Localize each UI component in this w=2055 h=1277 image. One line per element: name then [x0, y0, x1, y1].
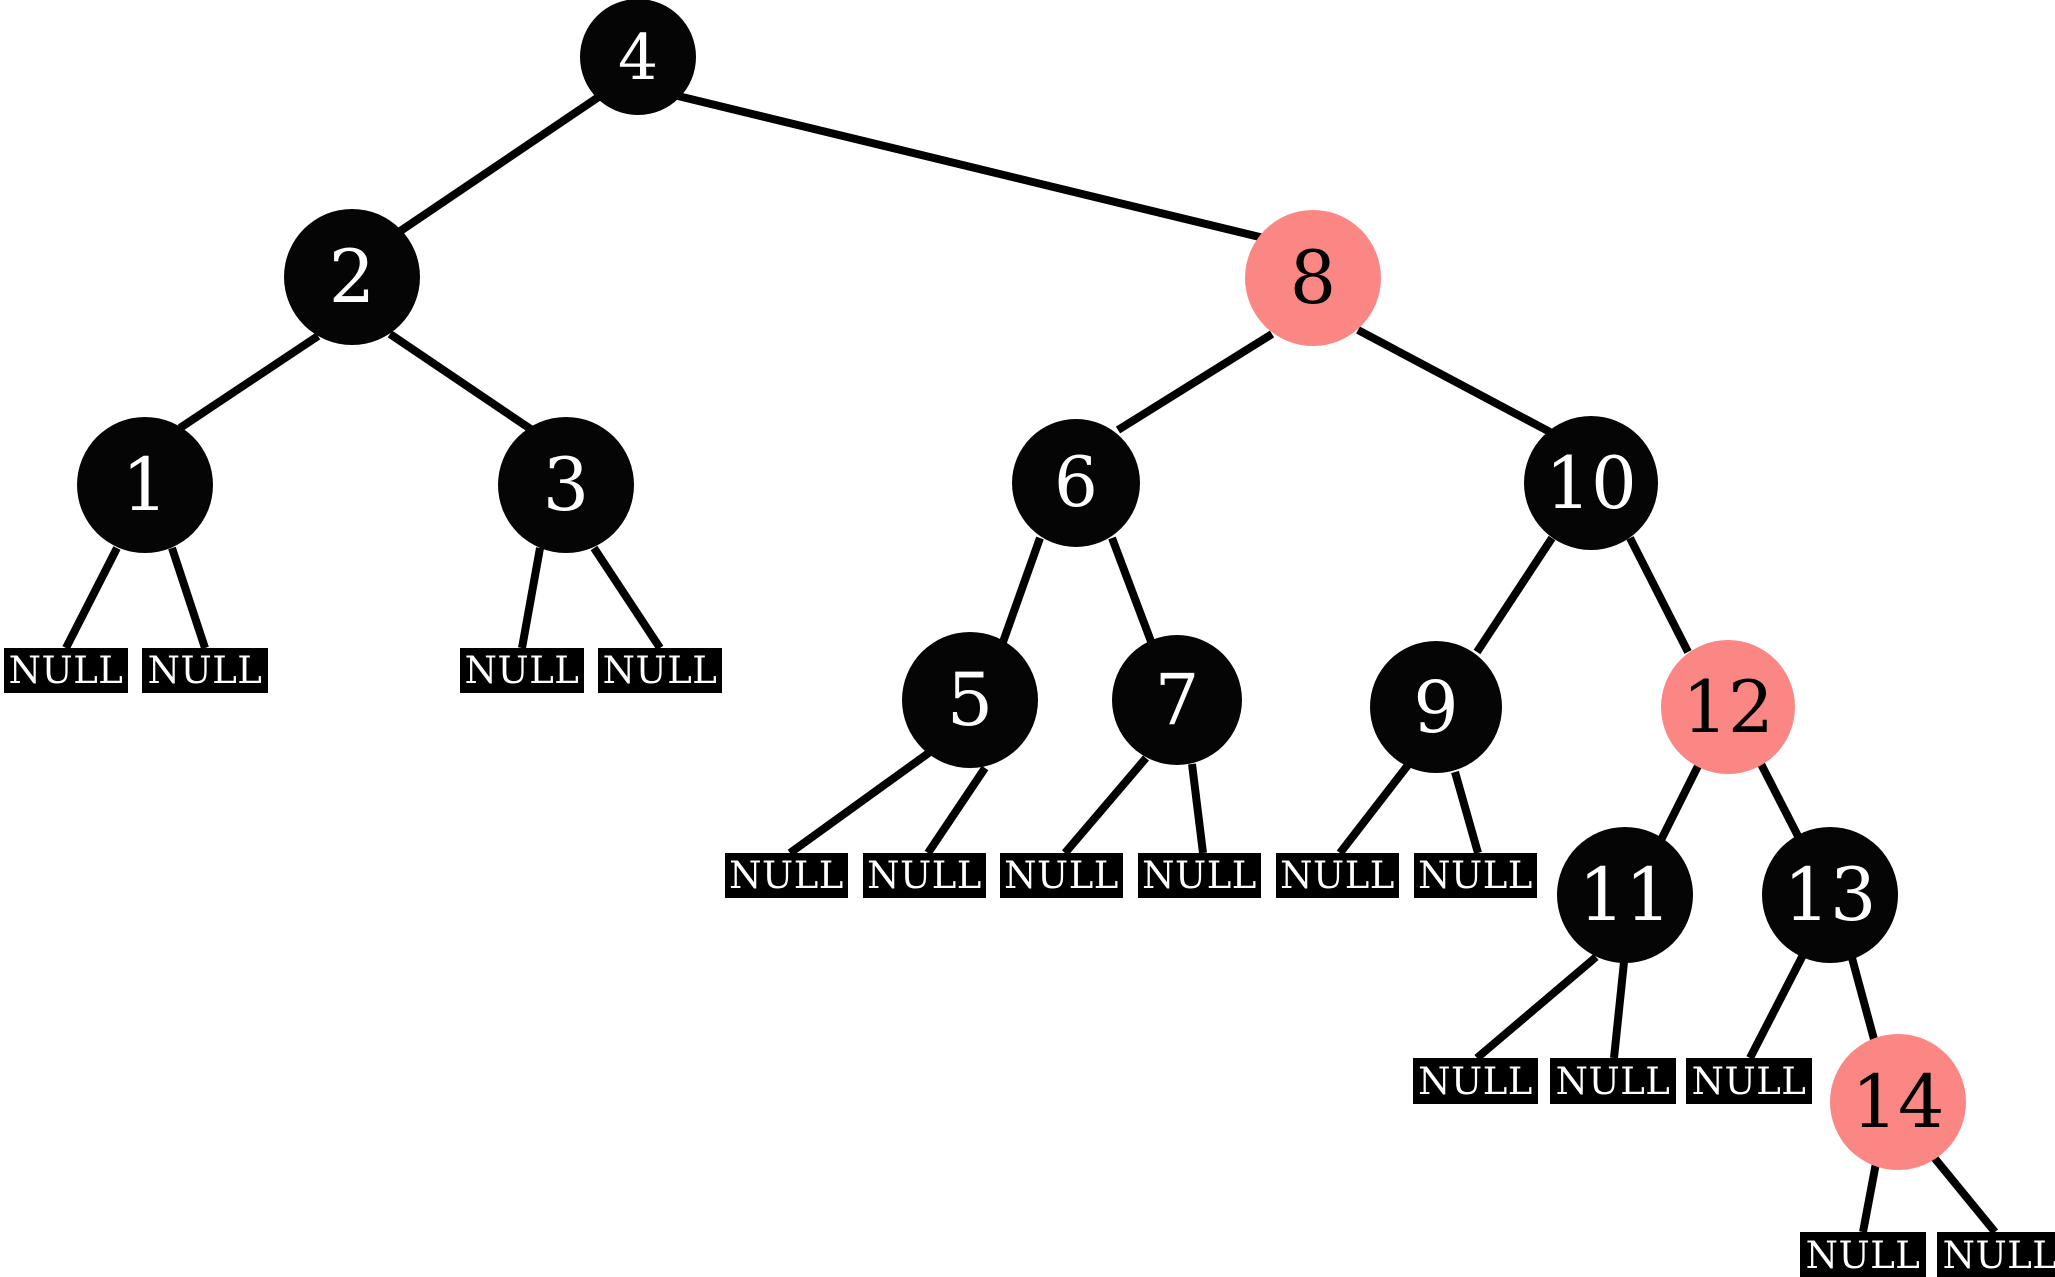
tree-node-label: 12: [1682, 665, 1774, 749]
tree-edge-n2-n3: [387, 330, 535, 434]
tree-edge-n14-l15: [1928, 1152, 1999, 1235]
tree-node-label: 11: [1578, 852, 1672, 938]
tree-node-label: 14: [1851, 1059, 1945, 1145]
tree-node-label: 4: [617, 20, 659, 94]
null-leaf-label: NULL: [1004, 854, 1119, 897]
tree-edge-n10-n9: [1473, 535, 1556, 655]
tree-edge-n9-l9: [1336, 762, 1412, 856]
tree-node-label: 6: [1054, 442, 1098, 523]
tree-node-14[interactable]: 14: [1830, 1034, 1966, 1170]
tree-node-label: 3: [542, 442, 590, 528]
tree-node-11[interactable]: 11: [1557, 827, 1693, 963]
tree-edge-n3-l3: [518, 547, 544, 649]
null-leaf-label: NULL: [8, 649, 124, 692]
null-leaf-box: NULL: [725, 853, 848, 898]
tree-edge-n8-n6: [1115, 330, 1275, 434]
null-leaf-box: NULL: [142, 648, 268, 693]
tree-node-1[interactable]: 1: [77, 417, 213, 553]
tree-edge-n4-n8: [677, 92, 1273, 244]
tree-node-8[interactable]: 8: [1245, 210, 1381, 346]
tree-node-12[interactable]: 12: [1661, 640, 1795, 774]
tree-edge-n1-l2: [168, 546, 209, 650]
tree-node-2[interactable]: 2: [284, 209, 420, 345]
null-leaf-box: NULL: [1686, 1058, 1812, 1104]
tree-node-7[interactable]: 7: [1112, 635, 1242, 765]
tree-node-label: 8: [1289, 235, 1337, 321]
tree-edge-n4-n2: [387, 92, 603, 242]
null-leaf-box: NULL: [460, 648, 584, 693]
tree-edge-n7-l8: [1188, 763, 1207, 854]
null-leaf-box: NULL: [1413, 1058, 1538, 1104]
null-leaf-label: NULL: [602, 649, 718, 692]
tree-edge-n6-n5: [999, 536, 1044, 644]
tree-node-label: 2: [328, 234, 376, 320]
tree-edge-n11-l11: [1474, 953, 1599, 1062]
null-leaf-box: NULL: [598, 648, 722, 693]
null-leaf-label: NULL: [1805, 1233, 1921, 1277]
null-leaf-label: NULL: [729, 854, 844, 897]
null-leaf-box: NULL: [1800, 1232, 1926, 1277]
tree-node-5[interactable]: 5: [902, 632, 1038, 768]
null-leaf-box: NULL: [1550, 1058, 1676, 1104]
tree-edge-n8-n10: [1356, 326, 1552, 436]
tree-edge-n3-l4: [590, 545, 664, 651]
null-leaf-label: NULL: [1555, 1059, 1671, 1103]
tree-edge-n10-n12: [1626, 536, 1692, 654]
tree-node-label: 13: [1783, 852, 1877, 938]
null-leaf-box: NULL: [863, 853, 986, 898]
null-leaf-box: NULL: [1937, 1232, 2055, 1277]
tree-node-label: 10: [1545, 441, 1637, 525]
tree-node-label: 1: [121, 442, 169, 528]
null-leaf-label: NULL: [1418, 854, 1533, 897]
tree-node-6[interactable]: 6: [1012, 419, 1140, 547]
null-leaf-label: NULL: [867, 854, 982, 897]
tree-edge-n9-l10: [1451, 770, 1482, 855]
null-leaf-box: NULL: [1138, 853, 1261, 898]
null-leaf-label: NULL: [1280, 854, 1395, 897]
tree-edge-n1-l1: [62, 546, 121, 650]
tree-node-4[interactable]: 4: [580, 0, 696, 115]
tree-node-3[interactable]: 3: [498, 417, 634, 553]
null-leaf-label: NULL: [1691, 1059, 1807, 1103]
null-leaf-box: NULL: [1276, 853, 1399, 898]
tree-node-label: 9: [1413, 665, 1459, 749]
tree-edge-n6-n7: [1108, 536, 1156, 646]
null-leaf-box: NULL: [1414, 853, 1537, 898]
tree-node-label: 7: [1154, 659, 1200, 741]
null-leaf-box: NULL: [1000, 853, 1123, 898]
tree-edge-n5-l5: [787, 748, 933, 857]
null-leaf-label: NULL: [147, 649, 263, 692]
null-leaf-label: NULL: [464, 649, 580, 692]
null-leaf-box: NULL: [4, 648, 128, 693]
null-leaf-label: NULL: [1942, 1233, 2055, 1277]
tree-edge-n2-n1: [177, 332, 321, 432]
null-leaf-label: NULL: [1142, 854, 1257, 897]
tree-edge-n14-l14: [1859, 1162, 1880, 1233]
null-leaf-label: NULL: [1418, 1059, 1533, 1103]
tree-node-13[interactable]: 13: [1762, 827, 1898, 963]
tree-edge-n12-n11: [1657, 760, 1704, 842]
tree-edge-n7-l7: [1061, 755, 1150, 856]
tree-edge-n13-l13: [1746, 953, 1807, 1060]
tree-edge-n11-l12: [1610, 961, 1628, 1059]
tree-edge-n5-l6: [924, 765, 989, 856]
tree-edge-n12-n13: [1756, 760, 1804, 842]
tree-edge-n13-n14: [1848, 956, 1879, 1045]
tree-node-9[interactable]: 9: [1370, 641, 1502, 773]
tree-node-label: 5: [946, 657, 994, 743]
tree-node-10[interactable]: 10: [1524, 416, 1658, 550]
